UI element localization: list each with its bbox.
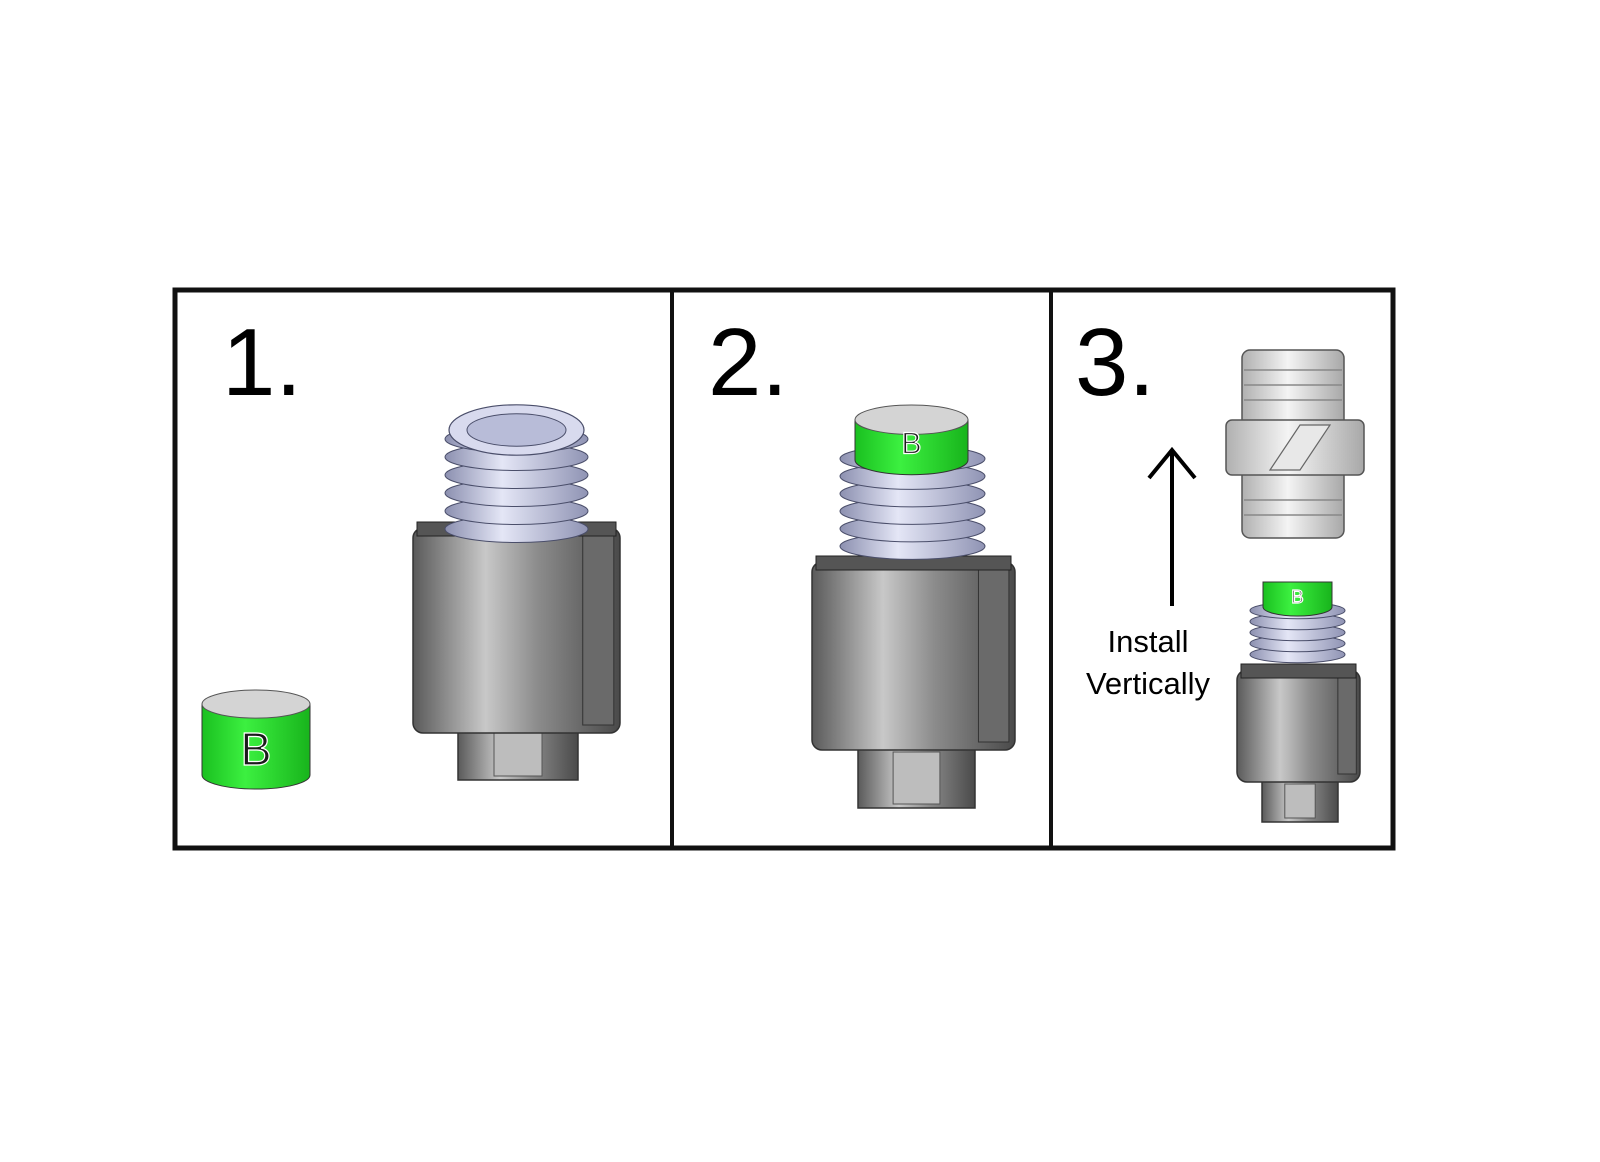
step-number-1: 1.	[222, 309, 302, 416]
cap-letter-b: B	[240, 723, 271, 775]
instruction-line-1: Install	[1108, 624, 1189, 659]
cap-side	[201, 703, 311, 790]
diagram-frame	[172, 287, 1396, 851]
cap-top	[854, 404, 969, 435]
instruction-line-2: Vertically	[1086, 666, 1211, 701]
sleeve-helix	[1268, 424, 1332, 471]
green-cap-b-step-2: B	[854, 404, 969, 476]
hex-face	[1284, 783, 1316, 819]
green-cap-b-step-1: B	[201, 689, 311, 790]
cap-side	[1262, 581, 1333, 617]
step-number-3: 3.	[1075, 309, 1155, 416]
fitting-step-2	[811, 445, 1016, 809]
hex-face	[493, 731, 543, 777]
fitting-step-3	[1236, 601, 1361, 823]
green-cap-b-step-3: B	[1262, 581, 1333, 617]
cap-letter-b: B	[1291, 586, 1303, 607]
cap-top	[201, 689, 311, 719]
coupling-sleeve	[1225, 349, 1365, 539]
body-flat	[1337, 673, 1357, 775]
thread-inner	[466, 413, 567, 447]
up-arrow-icon	[1147, 446, 1197, 606]
body-flat	[582, 531, 615, 726]
cap-side	[854, 419, 969, 476]
body-flat	[977, 565, 1010, 743]
cap-letter-b: B	[901, 427, 921, 460]
step-number-2: 2.	[708, 309, 788, 416]
body-collar	[1240, 663, 1357, 679]
fitting-step-1	[412, 404, 621, 781]
hex-face	[892, 751, 941, 805]
